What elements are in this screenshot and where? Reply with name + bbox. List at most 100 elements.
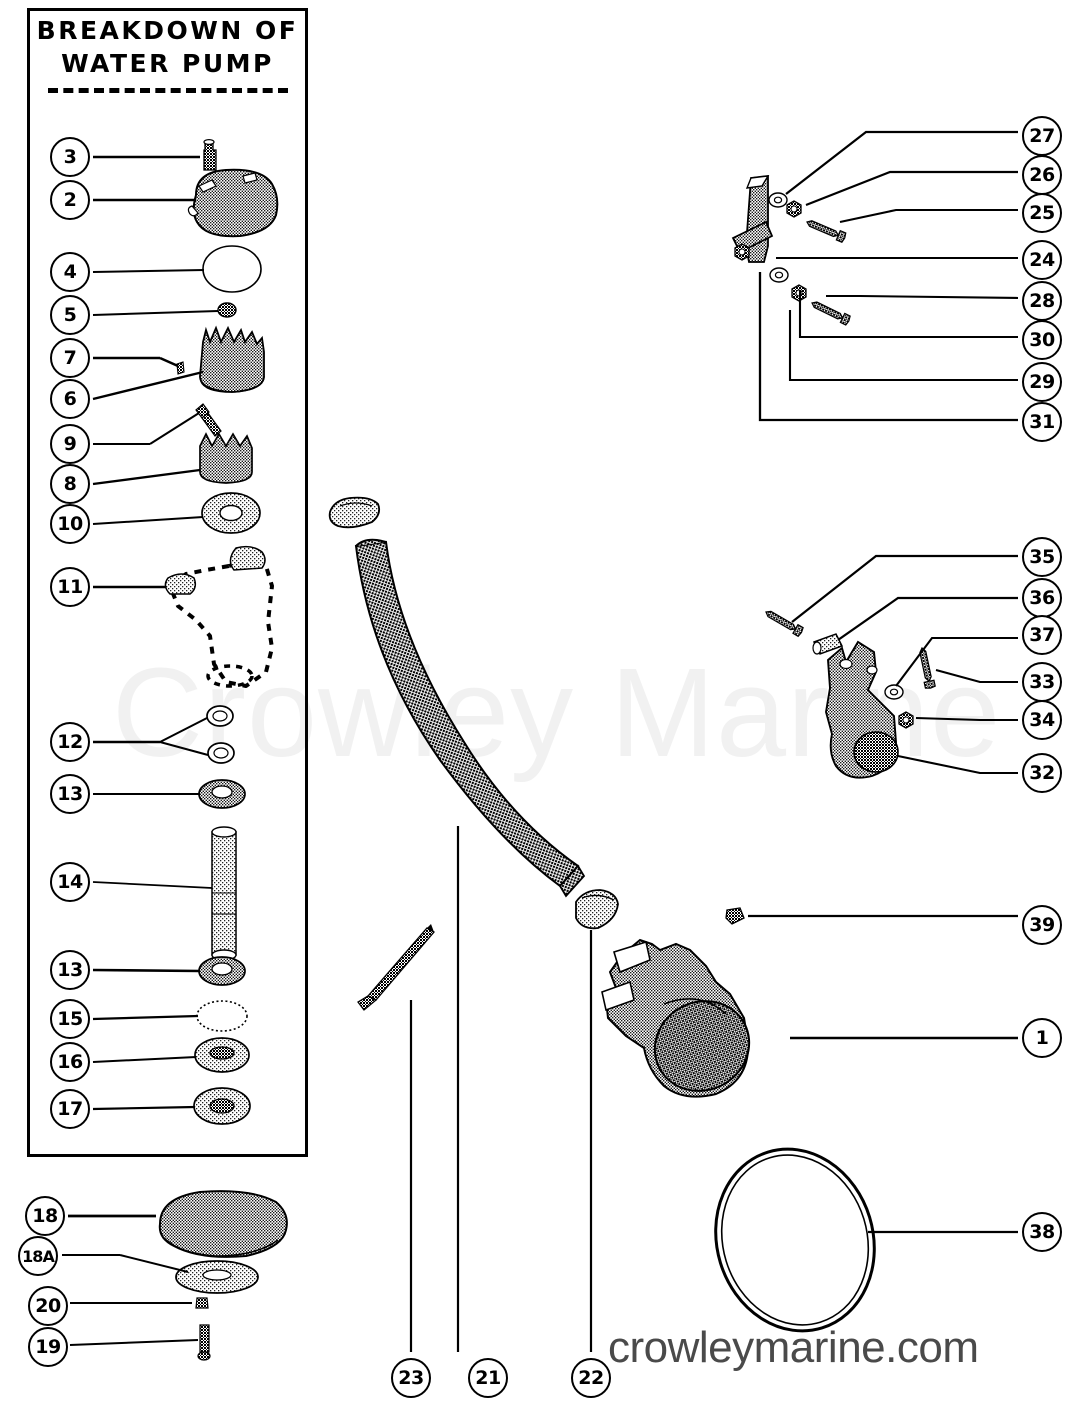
callout-21[interactable]: 21 — [468, 1358, 508, 1398]
right-upper-assembly — [731, 174, 852, 327]
callout-label: 17 — [57, 1097, 83, 1120]
callout-20[interactable]: 20 — [28, 1286, 68, 1326]
part-22-clamp-lower — [575, 889, 619, 930]
callout-29[interactable]: 29 — [1022, 362, 1062, 402]
callout-23[interactable]: 23 — [391, 1358, 431, 1398]
callout-16[interactable]: 16 — [50, 1042, 90, 1082]
part-34-nut — [898, 711, 914, 729]
part-13-seal-lower — [198, 956, 246, 986]
part-36-spacer — [812, 633, 844, 655]
part-20-dowel — [195, 1297, 209, 1309]
callout-7[interactable]: 7 — [50, 338, 90, 378]
callout-label: 19 — [35, 1335, 61, 1358]
part-18a-plate — [175, 1260, 259, 1294]
callout-10[interactable]: 10 — [50, 504, 90, 544]
callout-label: 36 — [1029, 586, 1055, 609]
callout-label: 14 — [57, 870, 83, 893]
part-35-bolt — [762, 607, 805, 638]
callout-label: 18 — [32, 1204, 58, 1227]
callout-35[interactable]: 35 — [1022, 537, 1062, 577]
part-11-housing-phantom — [164, 545, 274, 688]
callout-label: 24 — [1029, 248, 1055, 271]
callout-18a[interactable]: 18A — [18, 1236, 58, 1276]
lower-left-parts — [62, 1190, 288, 1361]
part-9-screw — [195, 403, 222, 437]
part-3-pin — [203, 139, 217, 171]
callout-label: 1 — [1035, 1026, 1049, 1049]
part-27-washer — [768, 192, 788, 208]
callout-label: 34 — [1029, 708, 1055, 731]
callout-label: 37 — [1029, 623, 1055, 646]
callout-label: 9 — [63, 432, 77, 455]
callout-label: 7 — [63, 346, 77, 369]
callout-3[interactable]: 3 — [50, 137, 90, 177]
callout-11[interactable]: 11 — [50, 567, 90, 607]
callout-18[interactable]: 18 — [25, 1196, 65, 1236]
callout-5[interactable]: 5 — [50, 295, 90, 335]
part-2-pump-body — [187, 168, 279, 238]
callout-25[interactable]: 25 — [1022, 193, 1062, 233]
callout-27[interactable]: 27 — [1022, 116, 1062, 156]
callout-label: 21 — [475, 1366, 501, 1389]
part-30-washer — [769, 267, 789, 283]
callout-label: 31 — [1029, 410, 1055, 433]
callout-15[interactable]: 15 — [50, 999, 90, 1039]
callout-14[interactable]: 14 — [50, 862, 90, 902]
callout-9[interactable]: 9 — [50, 424, 90, 464]
callout-label: 15 — [57, 1007, 83, 1030]
part-16-seal-carrier — [194, 1037, 250, 1073]
part-12-o-rings — [206, 705, 235, 764]
callout-2[interactable]: 2 — [50, 180, 90, 220]
callout-19[interactable]: 19 — [28, 1327, 68, 1367]
part-38-drive-belt — [714, 1147, 1018, 1333]
callout-17[interactable]: 17 — [50, 1089, 90, 1129]
callout-39[interactable]: 39 — [1022, 905, 1062, 945]
right-middle-assembly — [762, 607, 937, 779]
callout-4[interactable]: 4 — [50, 252, 90, 292]
callout-label: 20 — [35, 1294, 61, 1317]
callout-31[interactable]: 31 — [1022, 402, 1062, 442]
callout-label: 16 — [57, 1050, 83, 1073]
part-6-impeller — [199, 325, 265, 393]
part-32-bracket-casting — [825, 640, 899, 779]
site-watermark: crowleymarine.com — [608, 1323, 979, 1372]
callout-24[interactable]: 24 — [1022, 240, 1062, 280]
callout-34[interactable]: 34 — [1022, 700, 1062, 740]
callout-12[interactable]: 12 — [50, 722, 90, 762]
callout-28[interactable]: 28 — [1022, 281, 1062, 321]
callout-label: 6 — [63, 387, 77, 410]
callout-label: 23 — [398, 1366, 424, 1389]
callout-label: 26 — [1029, 163, 1055, 186]
callout-label: 22 — [578, 1366, 604, 1389]
part-18-water-pump-cover — [158, 1190, 288, 1258]
part-4-gasket — [202, 245, 262, 293]
callout-label: 25 — [1029, 201, 1055, 224]
callout-label: 39 — [1029, 913, 1055, 936]
callout-32[interactable]: 32 — [1022, 753, 1062, 793]
callout-8[interactable]: 8 — [50, 464, 90, 504]
callout-label: 32 — [1029, 761, 1055, 784]
part-23-long-screw — [357, 924, 436, 1011]
callout-37[interactable]: 37 — [1022, 615, 1062, 655]
callout-13[interactable]: 13 — [50, 774, 90, 814]
callout-6[interactable]: 6 — [50, 379, 90, 419]
callout-30[interactable]: 30 — [1022, 320, 1062, 360]
callout-38[interactable]: 38 — [1022, 1212, 1062, 1252]
callout-1[interactable]: 1 — [1022, 1018, 1062, 1058]
callout-33[interactable]: 33 — [1022, 662, 1062, 702]
part-17-end-cap — [193, 1087, 251, 1125]
part-5-key — [217, 302, 237, 318]
callout-13[interactable]: 13 — [50, 950, 90, 990]
right-middle-leaders — [791, 554, 1018, 775]
callout-label: 28 — [1029, 289, 1055, 312]
callout-26[interactable]: 26 — [1022, 155, 1062, 195]
callout-22[interactable]: 22 — [571, 1358, 611, 1398]
part-24-nut — [734, 243, 750, 261]
left-column-parts — [164, 139, 279, 1125]
callout-label: 13 — [57, 782, 83, 805]
center-assembly — [328, 496, 619, 1011]
callout-36[interactable]: 36 — [1022, 578, 1062, 618]
callout-label: 5 — [63, 303, 77, 326]
callout-label: 30 — [1029, 328, 1055, 351]
